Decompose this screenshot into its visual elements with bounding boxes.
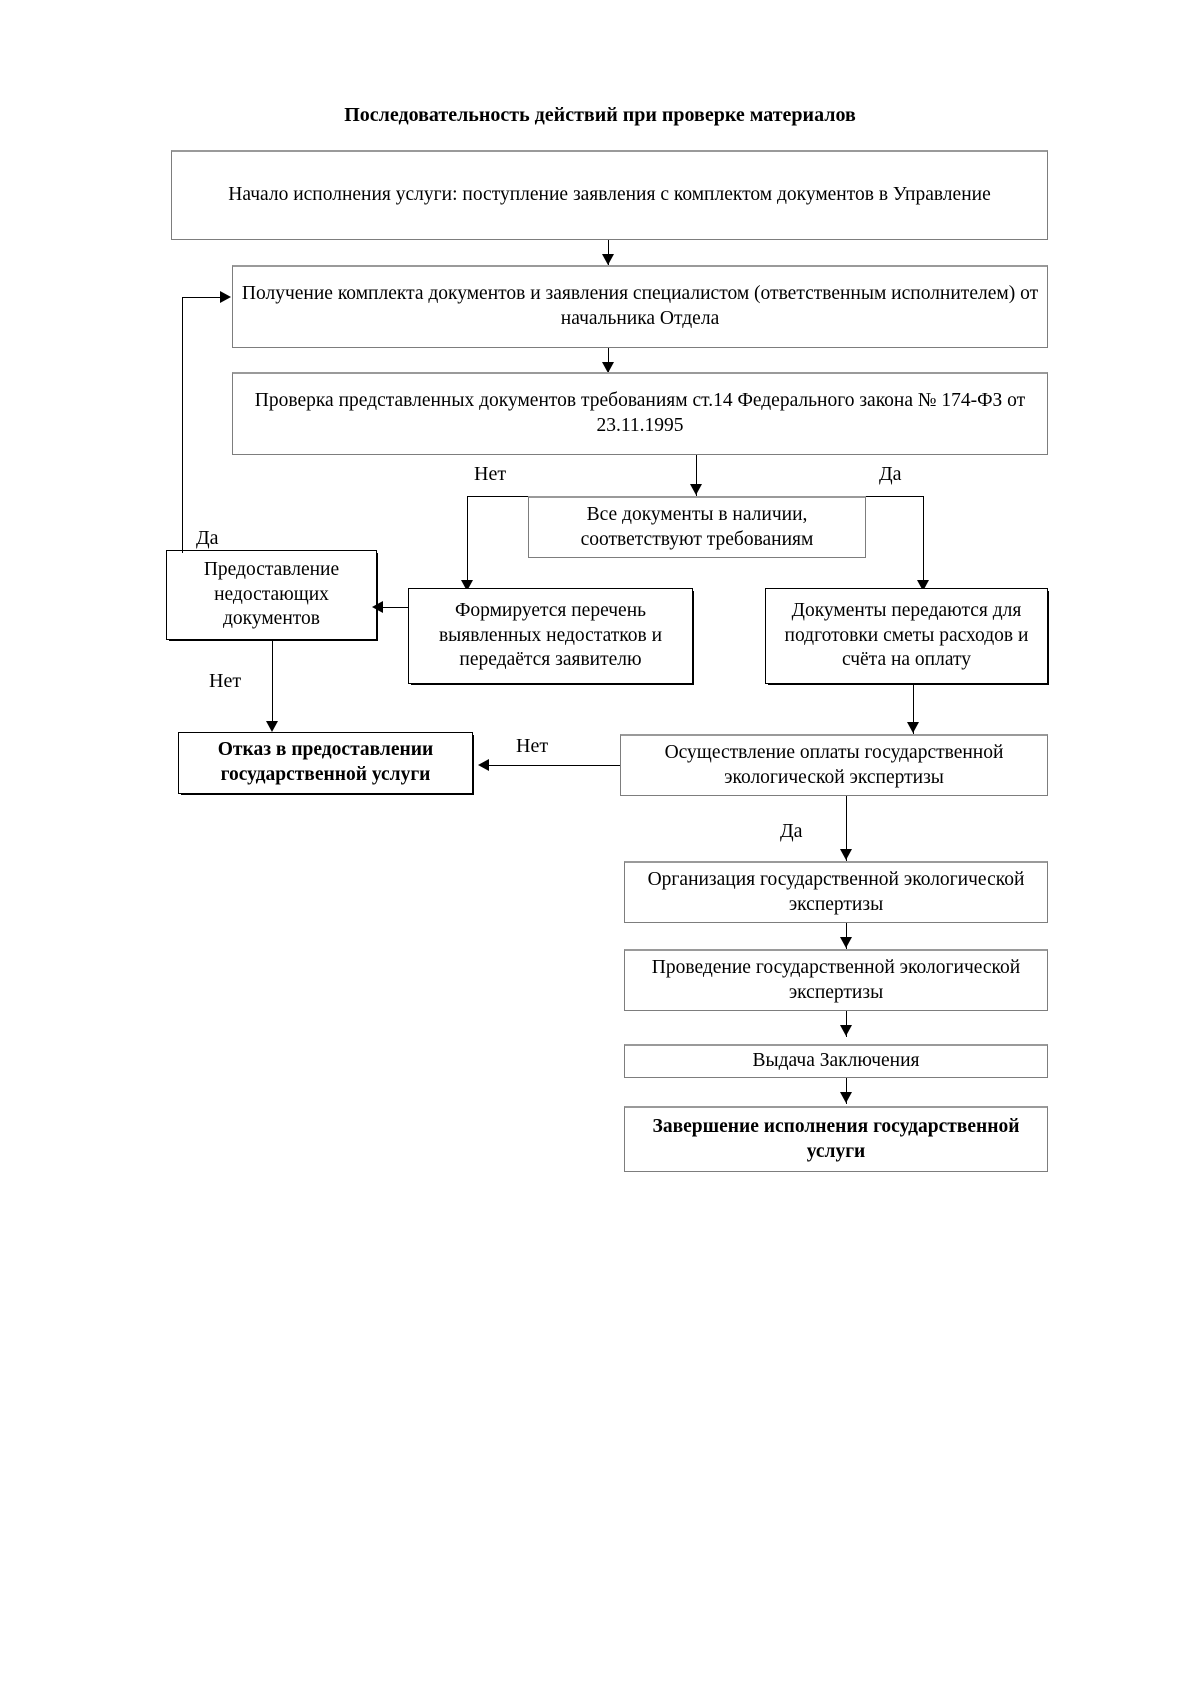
edge-deficiency-to-provide-line — [381, 607, 408, 608]
edge-yes-branch-down — [923, 496, 924, 588]
edge-organization-to-conducting-arrow — [840, 937, 852, 948]
edge-label-yes-from-check: Да — [879, 463, 902, 485]
flow-node-decision-complete: Все документы в наличии, соответствуют т… — [528, 496, 866, 558]
page-title: Последовательность действий при проверке… — [344, 104, 856, 126]
edge-start-to-receive-arrow — [602, 254, 614, 265]
edge-payment-to-organization-arrow — [840, 849, 852, 860]
edge-label-no-to-refusal: Нет — [209, 670, 242, 692]
edge-yes-branch-arrow — [917, 580, 929, 591]
flow-node-decision-complete-label: Все документы в наличии, соответствуют т… — [580, 503, 814, 550]
flow-node-conducting-label: Проведение государственной экологической… — [651, 956, 1021, 1003]
flow-node-organization-label: Организация государственной экологическо… — [647, 868, 1025, 915]
flow-node-issue-conclusion-label: Выдача Заключения — [752, 1050, 920, 1072]
edge-deficiency-to-provide-arrow — [372, 601, 383, 613]
edge-payment-to-refusal-arrow — [478, 759, 489, 771]
edge-start-to-receive-line — [608, 240, 609, 266]
flow-node-check: Проверка представленных документов требо… — [232, 372, 1048, 455]
edge-label-yes-loop: Да — [196, 527, 219, 549]
flow-node-deficiency-list: Формируется перечень выявленных недостат… — [408, 588, 693, 684]
flow-node-payment: Осуществление оплаты государственной эко… — [620, 734, 1048, 796]
edge-check-to-decision-line — [696, 455, 697, 496]
flow-node-refusal-label: Отказ в предоставлении государственной у… — [217, 739, 434, 785]
flow-node-refusal: Отказ в предоставлении государственной у… — [178, 732, 473, 794]
edge-loop-vertical — [182, 297, 183, 553]
edge-label-no-from-check: Нет — [474, 463, 507, 485]
edge-organization-to-conducting-line — [846, 923, 847, 949]
edge-payment-to-refusal-line — [489, 765, 620, 766]
edge-receive-to-check-line — [608, 348, 609, 374]
flow-node-conducting: Проведение государственной экологической… — [624, 949, 1048, 1011]
edge-check-to-decision-arrow — [690, 484, 702, 495]
edge-loop-arrow — [220, 291, 231, 303]
flow-node-deficiency-list-label: Формируется перечень выявленных недостат… — [438, 599, 663, 671]
flow-node-provide-missing-label: Предоставление недостающих документов — [203, 558, 340, 630]
edge-issue-to-finish-arrow — [840, 1092, 852, 1103]
flow-node-payment-label: Осуществление оплаты государственной эко… — [664, 741, 1004, 788]
flow-node-organization: Организация государственной экологическо… — [624, 861, 1048, 923]
edge-no-branch-arrow — [461, 580, 473, 591]
flow-node-docs-to-estimate: Документы передаются для подготовки смет… — [765, 588, 1048, 684]
edge-no-branch-top — [467, 496, 567, 497]
edge-receive-to-check-arrow — [602, 362, 614, 373]
flow-node-provide-missing: Предоставление недостающих документов — [166, 550, 377, 640]
flow-node-issue-conclusion: Выдача Заключения — [624, 1044, 1048, 1078]
flow-node-finish-label: Завершение исполнения государственной ус… — [652, 1115, 1020, 1162]
edge-no-branch-down — [467, 496, 468, 588]
edge-label-yes-from-payment: Да — [780, 820, 803, 842]
flow-node-receive-label: Получение комплекта документов и заявлен… — [241, 283, 1039, 329]
edge-issue-to-finish-line — [846, 1078, 847, 1104]
flow-node-docs-to-estimate-label: Документы передаются для подготовки смет… — [784, 599, 1029, 671]
edge-conducting-to-issue-arrow — [840, 1025, 852, 1036]
edge-docs-to-payment-arrow — [907, 722, 919, 733]
edge-provide-to-refusal-line — [272, 640, 273, 730]
flow-node-receive: Получение комплекта документов и заявлен… — [232, 265, 1048, 348]
edge-docs-to-payment-line — [913, 684, 914, 734]
flow-node-start: Начало исполнения услуги: поступление за… — [171, 150, 1048, 240]
edge-loop-horizontal — [182, 297, 222, 298]
edge-label-no-from-payment: Нет — [516, 735, 549, 757]
edge-provide-to-refusal-arrow — [266, 721, 278, 732]
flow-node-start-label: Начало исполнения услуги: поступление за… — [228, 184, 991, 206]
edge-yes-branch-top — [866, 496, 924, 497]
edge-payment-to-organization-line — [846, 796, 847, 861]
edge-conducting-to-issue-line — [846, 1011, 847, 1037]
flow-node-finish: Завершение исполнения государственной ус… — [624, 1106, 1048, 1172]
flow-node-check-label: Проверка представленных документов требо… — [254, 390, 1026, 436]
